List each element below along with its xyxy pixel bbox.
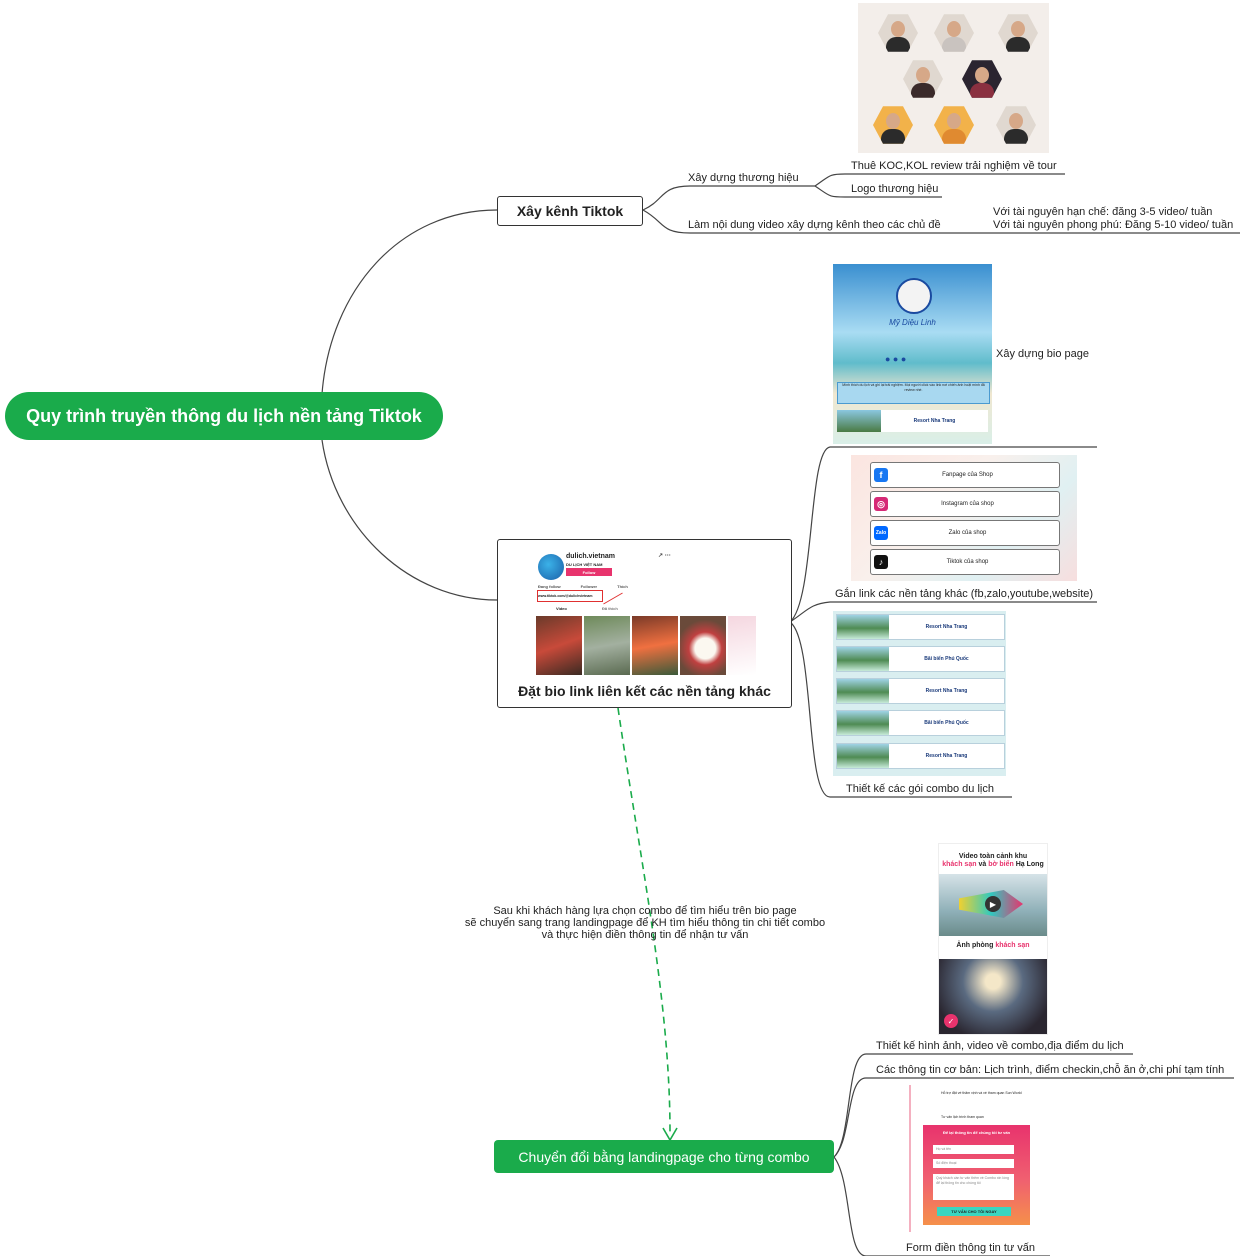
bio-resort-card[interactable]: Resort Nha Trang bbox=[837, 410, 988, 432]
combo-card[interactable]: Resort Nha Trang bbox=[836, 678, 1005, 704]
zalo-icon: Zalo bbox=[874, 526, 888, 540]
video-thumbnail bbox=[584, 616, 630, 675]
link-card-tiktok[interactable]: ♪Tiktok của shop bbox=[870, 549, 1060, 575]
kol-portrait bbox=[996, 106, 1036, 144]
combo-cards-image: Resort Nha Trang Bãi biển Phú Quốc Resor… bbox=[833, 611, 1006, 776]
hotel-room-photo: ✓ bbox=[939, 959, 1047, 1034]
node-tiktok-label: Xây kênh Tiktok bbox=[516, 203, 624, 219]
link-card-instagram[interactable]: ◎Instagram của shop bbox=[870, 491, 1060, 517]
label-brand: Xây dựng thương hiệu bbox=[688, 172, 799, 184]
label-content: Làm nội dung video xây dựng kênh theo cá… bbox=[688, 219, 941, 231]
bio-page-image: Mỹ Diệu Linh ● ● ● Mình thích du lịch và… bbox=[833, 264, 992, 444]
tiktok-profile-image: dulich.vietnam DU LỊCH VIỆT NAM Follow ↗… bbox=[536, 550, 756, 678]
facebook-icon: f bbox=[874, 468, 888, 482]
landing-photo-title: Ảnh phòng khách sạn bbox=[956, 942, 1030, 949]
tab-liked[interactable]: Đã thích bbox=[602, 606, 618, 611]
edge-bio-biopage bbox=[789, 446, 1097, 623]
node-bio-label: Đặt bio link liên kết các nền tảng khác bbox=[518, 683, 771, 699]
tiktok-icon: ♪ bbox=[874, 555, 888, 569]
profile-username: dulich.vietnam bbox=[566, 553, 616, 560]
label-links: Gắn link các nền tảng khác (fb,zalo,yout… bbox=[835, 588, 1094, 600]
profile-subtitle: DU LỊCH VIỆT NAM bbox=[566, 562, 603, 567]
kol-portrait bbox=[878, 14, 918, 52]
edge-brand-logo bbox=[814, 185, 942, 198]
edge-root-tiktok bbox=[321, 209, 498, 395]
node-landing-label: Chuyển đổi bằng landingpage cho từng com… bbox=[518, 1148, 810, 1165]
edge-transition bbox=[617, 707, 671, 1133]
label-bio-page: Xây dựng bio page bbox=[996, 348, 1089, 360]
label-logo: Logo thương hiệu bbox=[851, 183, 939, 195]
form-message-input[interactable]: Quý khách cần tư vấn thêm về Combo xin l… bbox=[933, 1174, 1014, 1200]
share-icon: ↗ ⋯ bbox=[658, 553, 671, 559]
landing-heading-2: khách sạn và bờ biển Hạ Long bbox=[942, 861, 1044, 868]
social-icons: ● ● ● bbox=[885, 354, 907, 364]
landing-heading-1: Video toàn cảnh khu bbox=[958, 853, 1028, 860]
red-arrow bbox=[603, 592, 623, 605]
video-thumbnail bbox=[632, 616, 678, 675]
edge-landing-info bbox=[833, 1077, 1234, 1158]
tab-video[interactable]: Video bbox=[556, 606, 567, 611]
transition-note: Sau khi khách hàng lựa chọn combo để tìm… bbox=[464, 905, 826, 941]
kol-portrait bbox=[903, 60, 943, 98]
node-bio-link[interactable]: dulich.vietnam DU LỊCH VIỆT NAM Follow ↗… bbox=[497, 539, 792, 708]
form-panel: Để lại thông tin để chúng tôi tư vấn Họ … bbox=[923, 1125, 1030, 1225]
form-submit-button[interactable]: TƯ VẤN CHO TÔI NGAY bbox=[937, 1207, 1011, 1216]
form-title: Để lại thông tin để chúng tôi tư vấn bbox=[942, 1130, 1011, 1135]
kol-portrait bbox=[962, 60, 1002, 98]
form-name-input[interactable]: Họ và tên bbox=[933, 1145, 1014, 1154]
video-thumbnail bbox=[536, 616, 582, 675]
check-icon: ✓ bbox=[944, 1014, 958, 1028]
bio-avatar bbox=[896, 278, 932, 314]
edge-landing-form bbox=[833, 1156, 1050, 1256]
edge-tiktok-brand bbox=[642, 185, 815, 211]
combo-card[interactable]: Bãi biển Phú Quốc bbox=[836, 646, 1005, 672]
edge-brand-koc bbox=[814, 173, 1065, 187]
consult-form-image: Hỗ trợ đặt vé thăm vịnh và vé tham quan … bbox=[909, 1085, 1032, 1232]
label-landing-media: Thiết kế hình ảnh, video về combo,địa đi… bbox=[876, 1040, 1124, 1052]
label-landing-info: Các thông tin cơ bản: Lịch trình, điểm c… bbox=[876, 1064, 1225, 1076]
edge-landing-media bbox=[833, 1053, 1133, 1158]
combo-card[interactable]: Bãi biển Phú Quốc bbox=[836, 710, 1005, 736]
label-rich: Với tài nguyên phong phú: Đăng 5-10 vide… bbox=[993, 219, 1234, 231]
play-icon: ▶ bbox=[985, 896, 1001, 912]
edge-root-bio bbox=[321, 439, 498, 601]
node-landing[interactable]: Chuyển đổi bằng landingpage cho từng com… bbox=[494, 1140, 834, 1173]
profile-follow-button[interactable]: Follow bbox=[566, 568, 612, 576]
label-koc: Thuê KOC,KOL review trải nghiệm về tour bbox=[851, 160, 1057, 172]
instagram-icon: ◎ bbox=[874, 497, 888, 511]
combo-card[interactable]: Resort Nha Trang bbox=[836, 614, 1005, 640]
edge-bio-links bbox=[789, 601, 1097, 623]
bio-description: Mình thích du lịch và ghi lại trải nghiệ… bbox=[837, 382, 990, 404]
root-label: Quy trình truyền thông du lịch nền tảng … bbox=[26, 405, 422, 426]
kol-portrait bbox=[934, 106, 974, 144]
form-bullet-2: Tư vấn lịch trình tham quan bbox=[941, 1115, 984, 1119]
combo-card[interactable]: Resort Nha Trang bbox=[836, 743, 1005, 769]
bio-name: Mỹ Diệu Linh bbox=[889, 318, 936, 327]
profile-link[interactable]: www.tiktok.com/@dulichvietnam bbox=[537, 590, 603, 602]
node-tiktok-channel[interactable]: Xây kênh Tiktok bbox=[497, 196, 643, 226]
root-node[interactable]: Quy trình truyền thông du lịch nền tảng … bbox=[5, 392, 443, 440]
video-thumbnail bbox=[728, 616, 756, 675]
label-combo: Thiết kế các gói combo du lịch bbox=[846, 783, 994, 795]
edge-bio-combo bbox=[789, 621, 1012, 798]
form-bullet-1: Hỗ trợ đặt vé thăm vịnh và vé tham quan … bbox=[941, 1091, 1022, 1095]
video-thumbnail bbox=[680, 616, 726, 675]
kol-portrait bbox=[873, 106, 913, 144]
kol-collage-image bbox=[858, 3, 1049, 153]
label-limited: Với tài nguyên hạn chế: đăng 3-5 video/ … bbox=[993, 206, 1213, 218]
label-landing-form: Form điền thông tin tư vấn bbox=[906, 1242, 1036, 1254]
edge-tiktok-content bbox=[642, 209, 990, 234]
landing-media-image: Video toàn cảnh khu khách sạn và bờ biển… bbox=[938, 843, 1048, 1035]
profile-avatar bbox=[538, 554, 564, 580]
landing-video-thumb: ▶ bbox=[939, 874, 1047, 936]
form-phone-input[interactable]: Số điện thoại bbox=[933, 1159, 1014, 1168]
kol-portrait bbox=[998, 14, 1038, 52]
kol-portrait bbox=[934, 14, 974, 52]
